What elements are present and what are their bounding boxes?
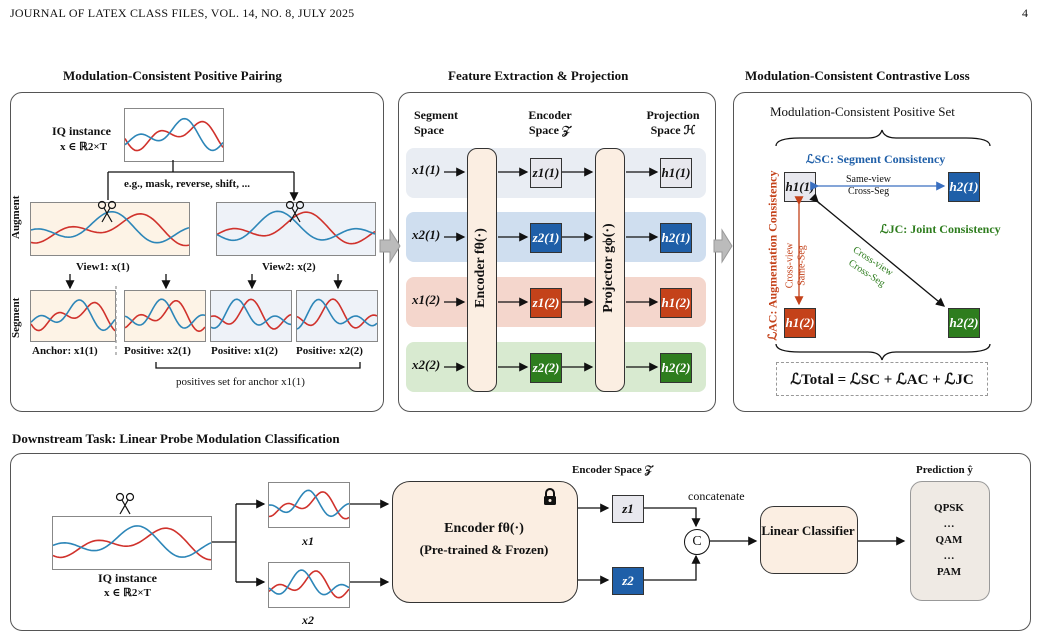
ds-encoder-label: Encoder fθ(·) [444, 521, 524, 536]
iq-waveform [124, 108, 224, 162]
scissor-icon [97, 200, 305, 515]
wave-trace [125, 298, 205, 329]
classifier-label: Linear Classifier [761, 523, 855, 538]
ds-iq-waveform [52, 516, 212, 570]
prediction-label: Prediction ŷ [916, 464, 973, 476]
x-label-4: x2(2) [412, 357, 441, 372]
x-label-1: x1(1) [412, 162, 441, 177]
iq-math: x ∈ ℝ2×T [60, 141, 107, 153]
wave-trace [211, 298, 291, 330]
wave-trace [211, 298, 291, 329]
ds-x1-waveform [268, 482, 350, 528]
ds-iq-math: x ∈ ℝ2×T [104, 587, 151, 599]
title-loss: Modulation-Consistent Contrastive Loss [745, 68, 970, 83]
anchor-label: Anchor: x1(1) [32, 345, 98, 357]
title-feature: Feature Extraction & Projection [448, 68, 629, 83]
same-view-label: Same-view [846, 174, 891, 185]
z-box-3: z1(2) [530, 288, 562, 318]
wave-trace [217, 210, 375, 242]
pos1-label: Positive: x2(1) [124, 345, 191, 357]
wave-trace [269, 489, 349, 518]
pos3-label: Positive: x2(2) [296, 345, 363, 357]
prediction-box [910, 481, 990, 601]
concatenate-label: concatenate [688, 489, 745, 503]
wave-trace [125, 117, 223, 152]
class-2: QAM [935, 534, 963, 546]
x-label-2: x2(1) [412, 227, 441, 242]
ds-encoder-space: Encoder Space 𝒵 [572, 464, 653, 476]
h-box-2: h2(1) [660, 223, 692, 253]
wave-trace [53, 527, 211, 561]
total-loss: ℒTotal = ℒSC + ℒAC + ℒJC [776, 362, 988, 396]
loss-h-node-4: h2(2) [948, 308, 980, 338]
ds-iq-title: IQ instance [98, 571, 158, 585]
page-number: 4 [1022, 6, 1029, 20]
view1-label: View1: x(1) [76, 261, 130, 273]
prediction-classes: QPSK … QAM … PAM [910, 500, 988, 580]
ds-z1-box: z1 [612, 495, 644, 523]
h-box-4: h2(2) [660, 353, 692, 383]
encoder-block [467, 148, 497, 392]
wave-trace [269, 569, 349, 596]
class-0: QPSK [934, 502, 964, 514]
z-box-2: z2(1) [530, 223, 562, 253]
view1-waveform [30, 202, 190, 256]
x-label-3: x1(2) [412, 292, 441, 307]
wave-trace [53, 525, 211, 558]
lock-icon [542, 488, 558, 506]
class-3: … [943, 550, 955, 562]
concat-node: C [684, 529, 710, 555]
pos2-label: Positive: x1(2) [211, 345, 278, 357]
positives-note: positives set for anchor x1(1) [176, 376, 305, 388]
journal-header: JOURNAL OF LATEX CLASS FILES, VOL. 14, N… [10, 6, 355, 20]
title-downstream: Downstream Task: Linear Probe Modulation… [12, 431, 340, 446]
segment-space-label: Segment Space [414, 108, 458, 137]
h-box-3: h1(2) [660, 288, 692, 318]
iq-title: IQ instance [52, 124, 112, 138]
pos2-waveform [210, 290, 292, 342]
anchor-waveform [30, 290, 116, 342]
wave-trace [297, 298, 377, 329]
pos3-waveform [296, 290, 378, 342]
sc-label: ℒSC: Segment Consistency [806, 152, 946, 166]
z-box-4: z2(2) [530, 353, 562, 383]
wave-trace [31, 299, 115, 332]
z-box-1: z1(1) [530, 158, 562, 188]
ds-encoder-sub: (Pre-trained & Frozen) [419, 542, 549, 557]
cross-seg-label: Cross-Seg [848, 186, 890, 197]
ds-x2-waveform [268, 562, 350, 608]
ds-z2-box: z2 [612, 567, 644, 595]
encoder-space-label: Encoder Space 𝒵 [528, 108, 572, 137]
projector-block [595, 148, 625, 392]
wave-trace [297, 298, 377, 330]
wave-trace [269, 491, 349, 520]
class-1: … [943, 518, 955, 530]
classifier-block [760, 506, 858, 574]
class-4: PAM [936, 566, 962, 578]
wave-trace [31, 212, 189, 247]
wave-trace [125, 120, 223, 152]
positive-set-label: Modulation-Consistent Positive Set [770, 104, 955, 119]
wave-trace [31, 301, 115, 332]
ds-x2-label: x2 [302, 613, 314, 627]
h-box-1: h1(1) [660, 158, 692, 188]
view2-label: View2: x(2) [262, 261, 316, 273]
pos1-waveform [124, 290, 206, 342]
projection-space-label: Projection Space ℋ [646, 108, 700, 137]
wave-trace [31, 211, 189, 244]
title-pairing: Modulation-Consistent Positive Pairing [63, 68, 282, 83]
augment-ops: e.g., mask, reverse, shift, ... [124, 178, 250, 190]
loss-h-node-2: h2(1) [948, 172, 980, 202]
ds-x1-label: x1 [302, 534, 314, 548]
loss-h-node-3: h1(2) [784, 308, 816, 338]
jc-label: ℒJC: Joint Consistency [880, 222, 1001, 236]
